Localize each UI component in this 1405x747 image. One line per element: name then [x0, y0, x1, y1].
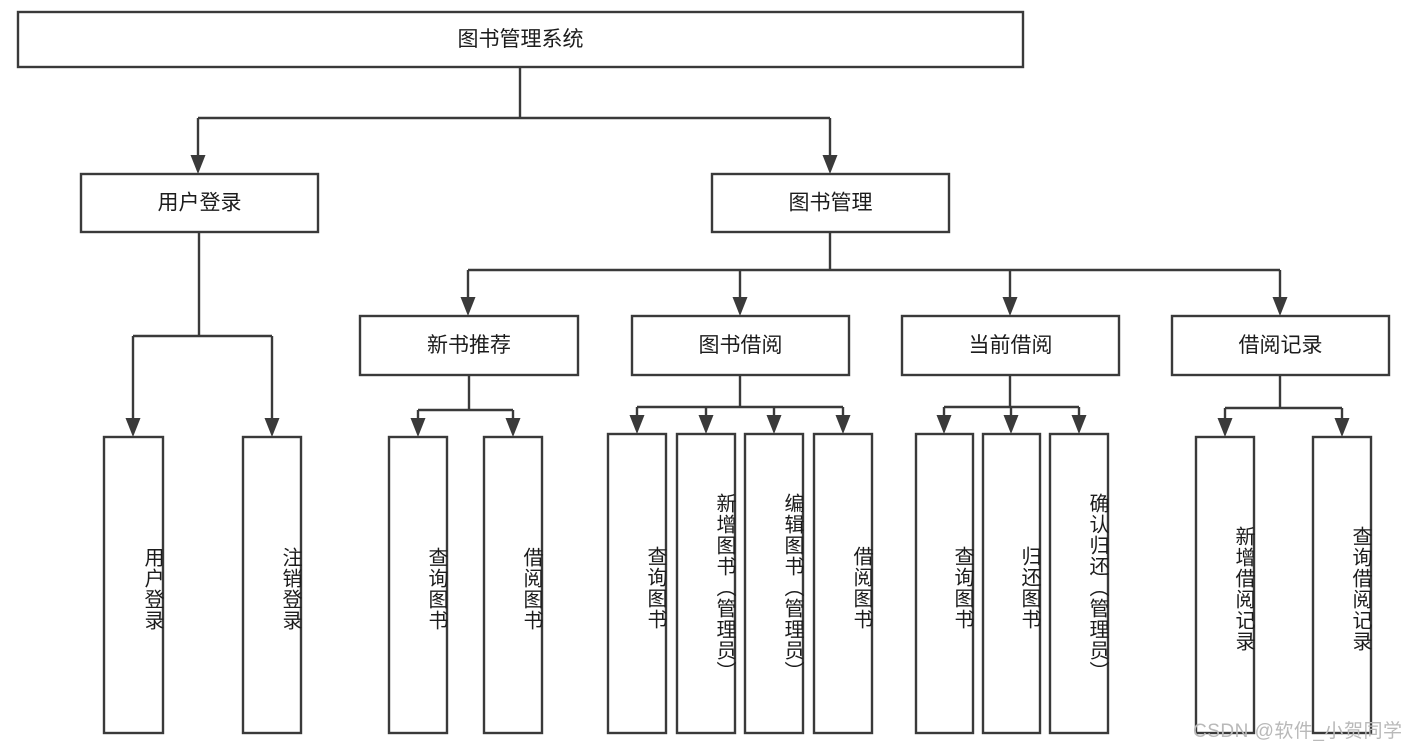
node-label-new-book-recommend: 新书推荐 — [427, 334, 511, 357]
node-box-book-borrow[interactable] — [630, 314, 851, 377]
node-box-borrow-records[interactable] — [1170, 314, 1391, 377]
node-box-leaf-add-book[interactable] — [675, 432, 737, 735]
node-box-leaf-query-borrow-record[interactable] — [1311, 435, 1373, 735]
book-management-arrow-0 — [460, 297, 476, 316]
node-box-leaf-add-borrow-record[interactable] — [1194, 435, 1256, 735]
new-book-recommend-arrow-1 — [505, 418, 521, 437]
node-box-leaf-confirm-return[interactable] — [1048, 432, 1110, 735]
node-box-leaf-borrow-book[interactable] — [812, 432, 874, 735]
node-label-root: 图书管理系统 — [458, 28, 584, 51]
node-box-current-borrow[interactable] — [900, 314, 1121, 377]
book-management-arrow-2 — [1002, 297, 1018, 316]
node-box-leaf-query-book-borrow[interactable] — [606, 432, 668, 735]
node-box-leaf-return-book[interactable] — [981, 432, 1042, 735]
current-borrow-arrow-0 — [936, 415, 952, 434]
root-arrow-1 — [822, 155, 838, 174]
node-box-book-management[interactable] — [710, 172, 951, 234]
book-borrow-arrow-0 — [629, 415, 645, 434]
node-box-leaf-query-book-recommend[interactable] — [387, 435, 449, 735]
node-label-book-borrow: 图书借阅 — [699, 334, 783, 357]
node-box-leaf-query-book-current[interactable] — [914, 432, 975, 735]
book-borrow-arrow-2 — [766, 415, 782, 434]
book-borrow-arrow-3 — [835, 415, 851, 434]
book-management-arrow-1 — [732, 297, 748, 316]
node-box-layer — [16, 10, 1391, 735]
current-borrow-arrow-1 — [1003, 415, 1019, 434]
node-label-user-login: 用户登录 — [158, 192, 242, 215]
node-box-leaf-borrow-book-recommend[interactable] — [482, 435, 544, 735]
user-login-arrow-1 — [264, 418, 280, 437]
book-borrow-arrow-1 — [698, 415, 714, 434]
current-borrow-arrow-2 — [1071, 415, 1087, 434]
book-management-arrow-3 — [1272, 297, 1288, 316]
borrow-records-arrow-0 — [1217, 418, 1233, 437]
node-box-leaf-user-logout[interactable] — [241, 435, 303, 735]
user-login-arrow-0 — [125, 418, 141, 437]
node-label-borrow-records: 借阅记录 — [1239, 334, 1323, 357]
borrow-records-arrow-1 — [1334, 418, 1350, 437]
node-box-leaf-edit-book[interactable] — [743, 432, 805, 735]
node-label-current-borrow: 当前借阅 — [969, 334, 1053, 357]
new-book-recommend-arrow-0 — [410, 418, 426, 437]
node-box-leaf-user-login[interactable] — [102, 435, 165, 735]
watermark-credit: CSDN @软件_小贺同学 — [1193, 721, 1403, 742]
node-box-user-login[interactable] — [79, 172, 320, 234]
node-box-root[interactable] — [16, 10, 1025, 69]
connector-layer — [125, 67, 1350, 437]
node-box-new-book-recommend[interactable] — [358, 314, 580, 377]
node-label-book-management: 图书管理 — [789, 192, 873, 215]
root-arrow-0 — [190, 155, 206, 174]
